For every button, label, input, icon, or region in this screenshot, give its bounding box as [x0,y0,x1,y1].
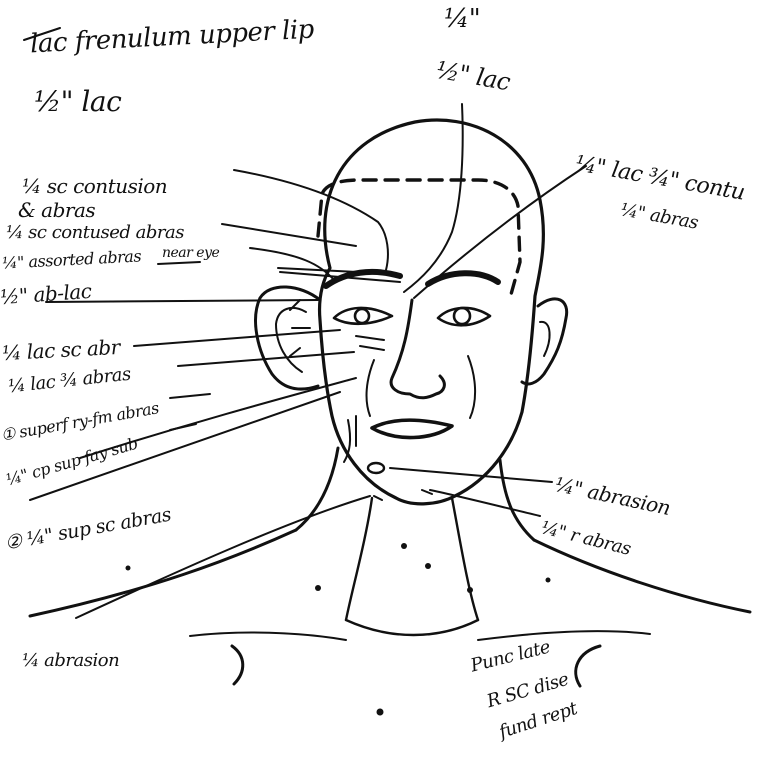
mouth [372,420,452,437]
note-half-lac-left: ½" lac [34,88,121,116]
right-eyebrow [428,273,498,284]
right-shoulder [534,540,750,612]
neck-left [296,448,338,530]
left-ear-inner [276,308,306,372]
nose [391,300,444,398]
note-lac-sc-abr: ¼ lac sc abr [2,337,121,363]
paren-mark [232,646,243,684]
neck-front-right [452,498,478,620]
clavicle-left [190,633,346,640]
head-outline [319,120,543,504]
neck-right [500,460,534,540]
nasolabial-right [468,356,475,418]
neck-front-left [346,498,372,620]
bracket-mark [576,646,600,686]
note-sc-contusion-2: & abras [18,200,95,220]
note-sc-contused-abras: ¼ sc contused abras [6,224,184,242]
note-assorted-abras-tail: near eye [162,246,219,260]
chin-wound-mark [368,463,384,473]
right-pupil [454,308,470,324]
suprasternal-notch [346,620,478,635]
wound-dots [126,543,551,716]
right-ear-inner [540,322,550,356]
note-ab-lac: ½" ab-lac [0,281,92,307]
nasolabial-left [367,360,374,416]
clavicle-right [478,631,650,640]
note-top-quarter: ¼" [444,6,480,32]
note-sc-contusion: ¼ sc contusion [22,176,167,196]
left-ear [256,287,320,389]
left-pupil [355,309,369,323]
note-bottom-left: ¼ abrasion [22,652,119,670]
